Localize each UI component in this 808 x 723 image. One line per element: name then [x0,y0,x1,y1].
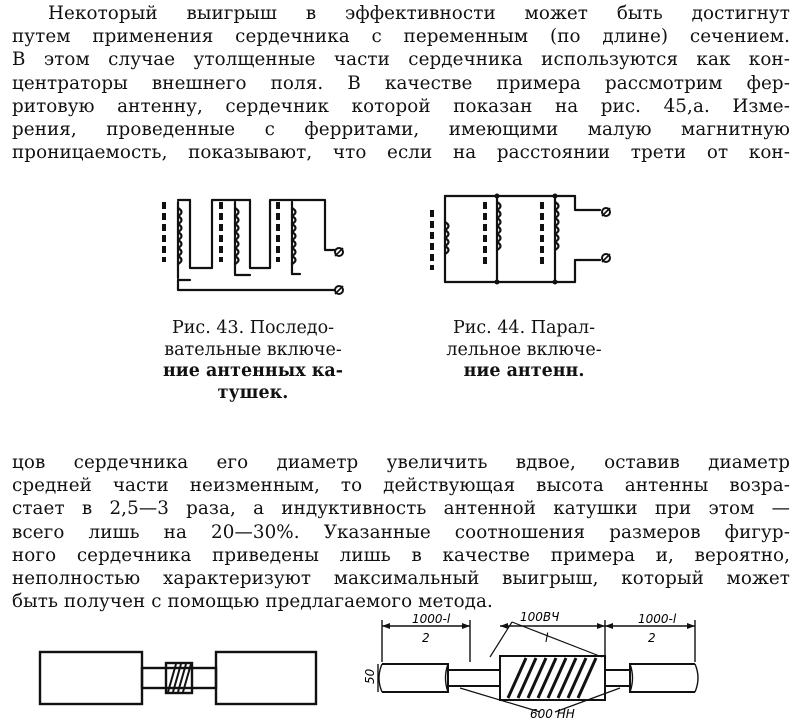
text-line: центраторы внешнего поля. В качестве при… [12,72,790,94]
paragraph-top: Некоторый выигрыш в эффективности может … [12,2,790,164]
text-line: ритовую антенну, сердечник которой показ… [12,95,790,117]
dim-height: 50 [363,668,377,684]
text-line: неполностью характеризуют максимальный в… [12,568,790,590]
dim-bottom-label: 600 НН [530,707,575,721]
text-line: Некоторый выигрыш в эффективности может … [48,3,790,24]
text-line: средней части неизменным, то действующая… [12,475,790,497]
paragraph-bottom: цов сердечника его диаметр увеличить вдв… [12,451,790,613]
caption-figure-43: Рис. 43. Последо- вательные включе- ние … [148,318,358,404]
dim-right-bottom: 2 [648,631,656,645]
caption-line: тушек. [217,382,289,403]
figure-44-parallel-coils [430,193,611,285]
caption-line: Рис. 44. Парал- [452,318,596,338]
text-line: стает в 2,5—3 раза, а индуктивность анте… [12,498,790,520]
text-line: быть получен с помощью предлагаемого мет… [12,591,493,613]
caption-line: ние антенных ка- [162,361,344,382]
text-line: ного сердечника приведены лишь в качеств… [12,544,790,566]
text-line: цов сердечника его диаметр увеличить вдв… [12,452,790,473]
dim-center-bottom: l [545,631,549,645]
figure-45a-core [38,650,318,706]
text-line: рения, проведенные с ферритами, имеющими… [12,119,790,141]
dim-center-top: 100ВЧ [520,610,559,624]
text-line: В этом случае утолщенные части сердечник… [12,49,790,71]
text-line: проницаемость, показывают, что если на р… [12,142,790,164]
dim-right-top: 1000-l [638,612,677,626]
text-line: путем применения сердечника с переменным… [12,26,790,48]
caption-line: ние антенн. [463,361,585,382]
caption-line: вательные включе- [164,339,342,360]
figure-45b-dimensioned-core: 1000-l 2 100ВЧ l 1000-l 2 50 600 НН [363,610,699,721]
caption-line: Рис. 43. Последо- [171,318,335,338]
figure-43-series-coils [162,198,344,295]
dim-left-bottom: 2 [422,631,430,645]
dim-left-top: 1000-l [412,612,451,626]
caption-line: лельное включе- [446,339,602,360]
caption-figure-44: Рис. 44. Парал- лельное включе- ние анте… [418,318,630,383]
text-line: всего лишь на 20—30%. Указанные соотноше… [12,521,790,543]
